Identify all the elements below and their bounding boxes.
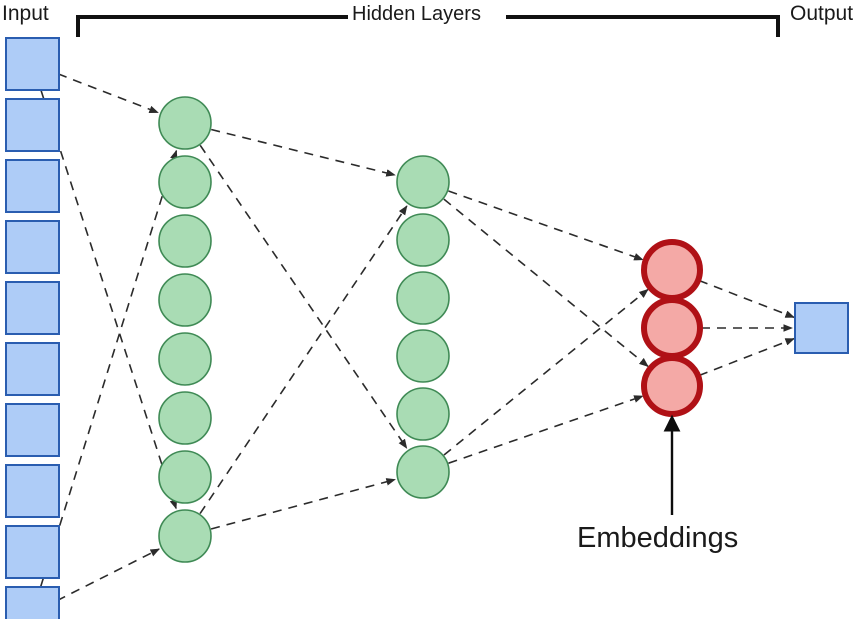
hidden-node bbox=[396, 271, 450, 325]
hidden-node bbox=[158, 509, 212, 563]
hidden-node bbox=[396, 445, 450, 499]
output-node bbox=[794, 302, 849, 354]
hidden-node bbox=[158, 450, 212, 504]
hidden-layers-bracket bbox=[76, 15, 780, 37]
input-node bbox=[5, 98, 60, 152]
hidden-node bbox=[158, 96, 212, 150]
connection-line bbox=[57, 73, 159, 114]
hidden-layers-label: Hidden Layers bbox=[352, 3, 481, 25]
connection-line bbox=[443, 198, 649, 367]
connection-line bbox=[39, 149, 178, 587]
input-node bbox=[5, 525, 60, 579]
connection-line bbox=[448, 395, 644, 464]
hidden-node bbox=[158, 214, 212, 268]
hidden-node bbox=[158, 332, 212, 386]
input-node bbox=[5, 220, 60, 274]
connection-line bbox=[199, 205, 408, 515]
hidden-node bbox=[396, 329, 450, 383]
connection-line bbox=[443, 288, 649, 456]
connection-line bbox=[448, 190, 644, 261]
hidden-node bbox=[396, 155, 450, 209]
hidden-node bbox=[158, 155, 212, 209]
input-node bbox=[5, 586, 60, 619]
input-node bbox=[5, 464, 60, 518]
embedding-node bbox=[641, 239, 703, 301]
hidden-node bbox=[158, 273, 212, 327]
connection-line bbox=[698, 337, 795, 377]
input-node bbox=[5, 159, 60, 213]
input-label: Input bbox=[2, 2, 49, 25]
bracket-left bbox=[76, 15, 348, 37]
connection-lines bbox=[39, 73, 795, 602]
connection-line bbox=[199, 144, 408, 449]
input-node bbox=[5, 37, 60, 91]
connection-line bbox=[210, 478, 396, 530]
hidden-node bbox=[396, 213, 450, 267]
hidden-node bbox=[396, 387, 450, 441]
connection-line bbox=[698, 279, 795, 319]
embedding-node bbox=[641, 297, 703, 359]
embedding-node bbox=[641, 355, 703, 417]
embeddings-label: Embeddings bbox=[577, 522, 739, 554]
connection-line bbox=[211, 128, 396, 177]
hidden-node bbox=[158, 391, 212, 445]
bracket-right bbox=[506, 15, 780, 37]
connection-line bbox=[56, 548, 160, 602]
output-label: Output bbox=[790, 2, 854, 25]
connection-line bbox=[40, 89, 178, 510]
input-node bbox=[5, 403, 60, 457]
input-node bbox=[5, 281, 60, 335]
input-node bbox=[5, 342, 60, 396]
network-nodes bbox=[5, 37, 849, 619]
